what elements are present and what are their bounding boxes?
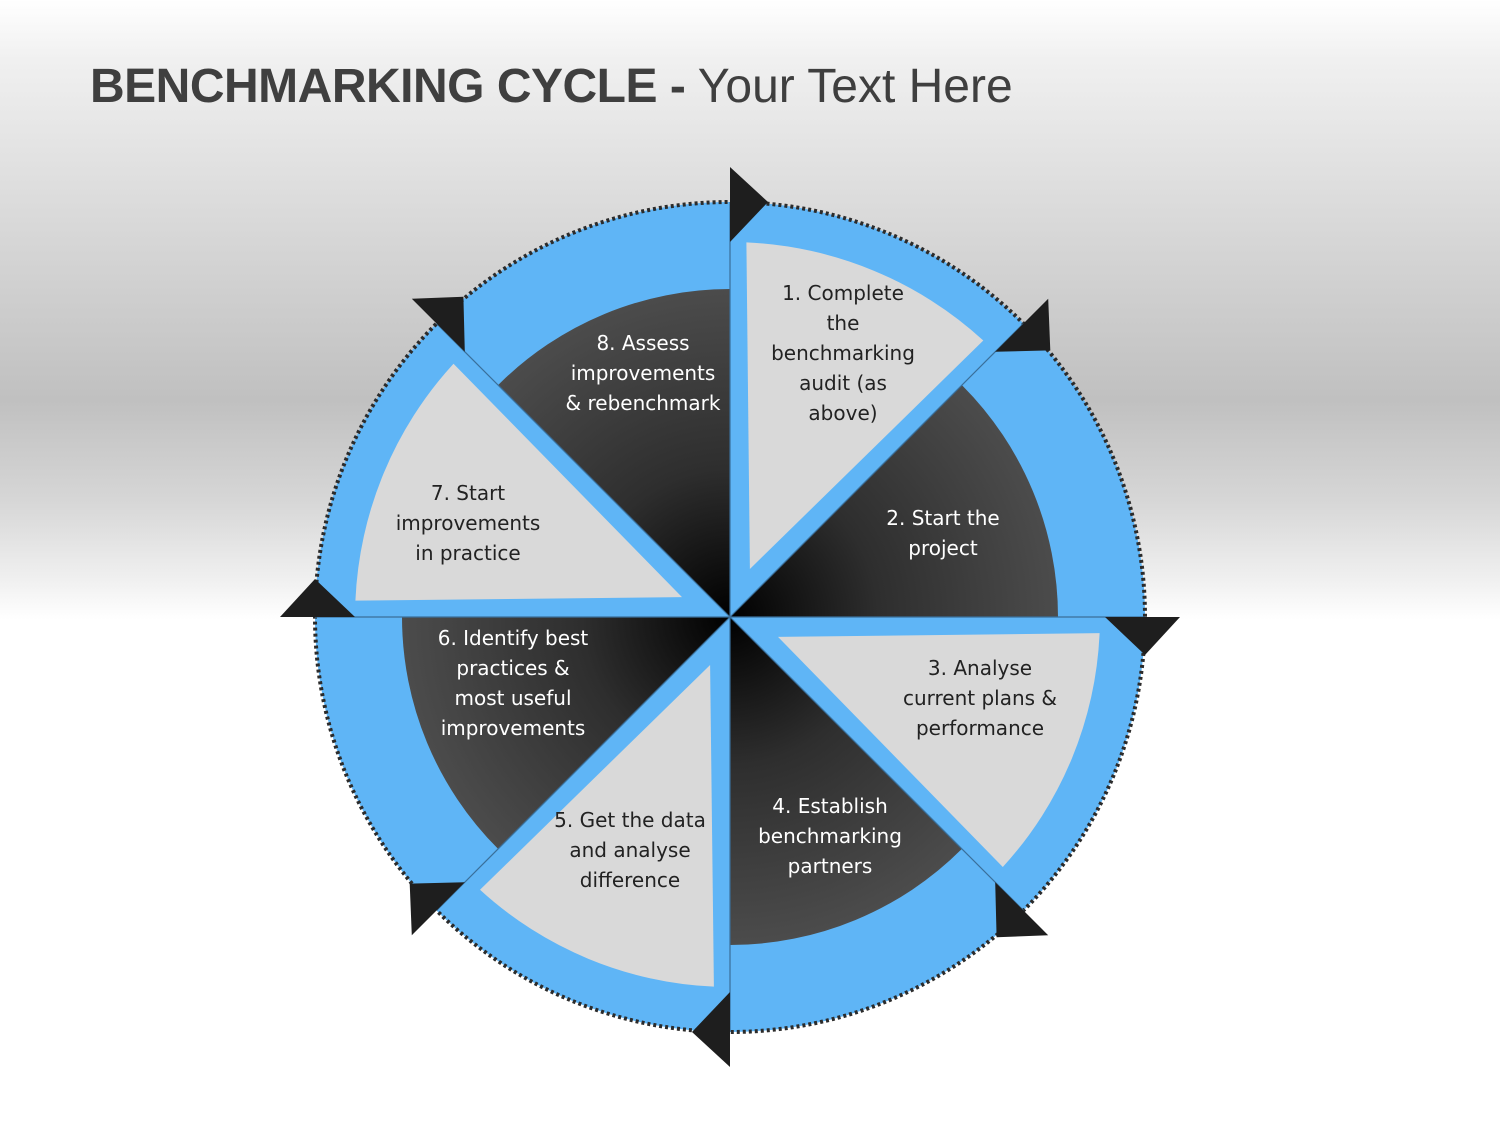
- step-5-label-line: and analyse: [569, 838, 690, 862]
- cycle-arrow-icon: [411, 296, 465, 352]
- step-2-segment: [730, 385, 1058, 617]
- cycle-arrow-icon: [280, 579, 355, 617]
- step-3-label-line: performance: [916, 716, 1044, 740]
- cycle-arrow-icon: [1105, 617, 1180, 655]
- step-8-label: 8. Assess improvements & rebenchmark: [566, 331, 721, 415]
- step-1-label-line: benchmarking: [771, 341, 915, 365]
- step-4-label-line: partners: [788, 854, 873, 878]
- step-2-label: 2. Start the project: [886, 506, 999, 560]
- step-5-label-line: difference: [580, 868, 680, 892]
- step-8-segment: [498, 289, 730, 617]
- step-8-label-line: improvements: [571, 361, 716, 385]
- title-regular: Your Text Here: [697, 60, 1013, 113]
- step-7-label-line: improvements: [396, 511, 541, 535]
- step-3-label-line: current plans &: [903, 686, 1057, 710]
- step-3-label-line: 3. Analyse: [928, 656, 1032, 680]
- cycle-arrow-icon: [995, 882, 1049, 938]
- cycle-arrow-icon: [409, 882, 465, 936]
- step-4-label-line: benchmarking: [758, 824, 902, 848]
- step-7-label-line: in practice: [415, 541, 520, 565]
- step-3-label: 3. Analyse current plans & performance: [903, 656, 1057, 740]
- slide-title: BENCHMARKING CYCLE - Your Text Here: [90, 58, 1013, 116]
- step-6-label-line: most useful: [454, 686, 571, 710]
- step-7-label-line: 7. Start: [431, 481, 505, 505]
- step-6-label-line: improvements: [441, 716, 586, 740]
- step-4-label-line: 4. Establish: [772, 794, 888, 818]
- step-3-segment: [778, 633, 1100, 867]
- sector-divider: [729, 616, 1024, 911]
- step-1-label-line: the: [827, 311, 860, 335]
- step-8-label-line: & rebenchmark: [566, 391, 721, 415]
- sector-divider: [436, 616, 731, 911]
- step-1-label: 1. Complete the benchmarking audit (as above…: [771, 281, 915, 425]
- cycle-arrow-icon: [995, 298, 1051, 352]
- step-1-segment: [746, 242, 984, 569]
- step-1-label-line: 1. Complete: [782, 281, 904, 305]
- step-7-label: 7. Start improvements in practice: [396, 481, 541, 565]
- cycle-arrow-icon: [692, 992, 730, 1067]
- step-6-label: 6. Identify best practices & most useful im…: [438, 626, 589, 740]
- title-bold: BENCHMARKING CYCLE -: [90, 60, 686, 113]
- step-2-label-line: project: [908, 536, 978, 560]
- step-4-segment: [730, 617, 962, 945]
- cycle-arrow-icon: [730, 167, 768, 242]
- step-6-label-line: 6. Identify best: [438, 626, 589, 650]
- step-7-segment: [355, 363, 682, 601]
- sector-divider: [729, 323, 1024, 618]
- sector-divider: [436, 323, 731, 618]
- step-1-label-line: audit (as: [799, 371, 887, 395]
- step-1-label-line: above): [808, 401, 877, 425]
- step-6-segment: [402, 617, 730, 849]
- step-2-label-line: 2. Start the: [886, 506, 999, 530]
- step-6-label-line: practices &: [456, 656, 569, 680]
- step-5-segment: [480, 665, 714, 987]
- step-5-label: 5. Get the data and analyse difference: [554, 808, 706, 892]
- step-8-label-line: 8. Assess: [596, 331, 689, 355]
- step-5-label-line: 5. Get the data: [554, 808, 706, 832]
- step-4-label: 4. Establish benchmarking partners: [758, 794, 902, 878]
